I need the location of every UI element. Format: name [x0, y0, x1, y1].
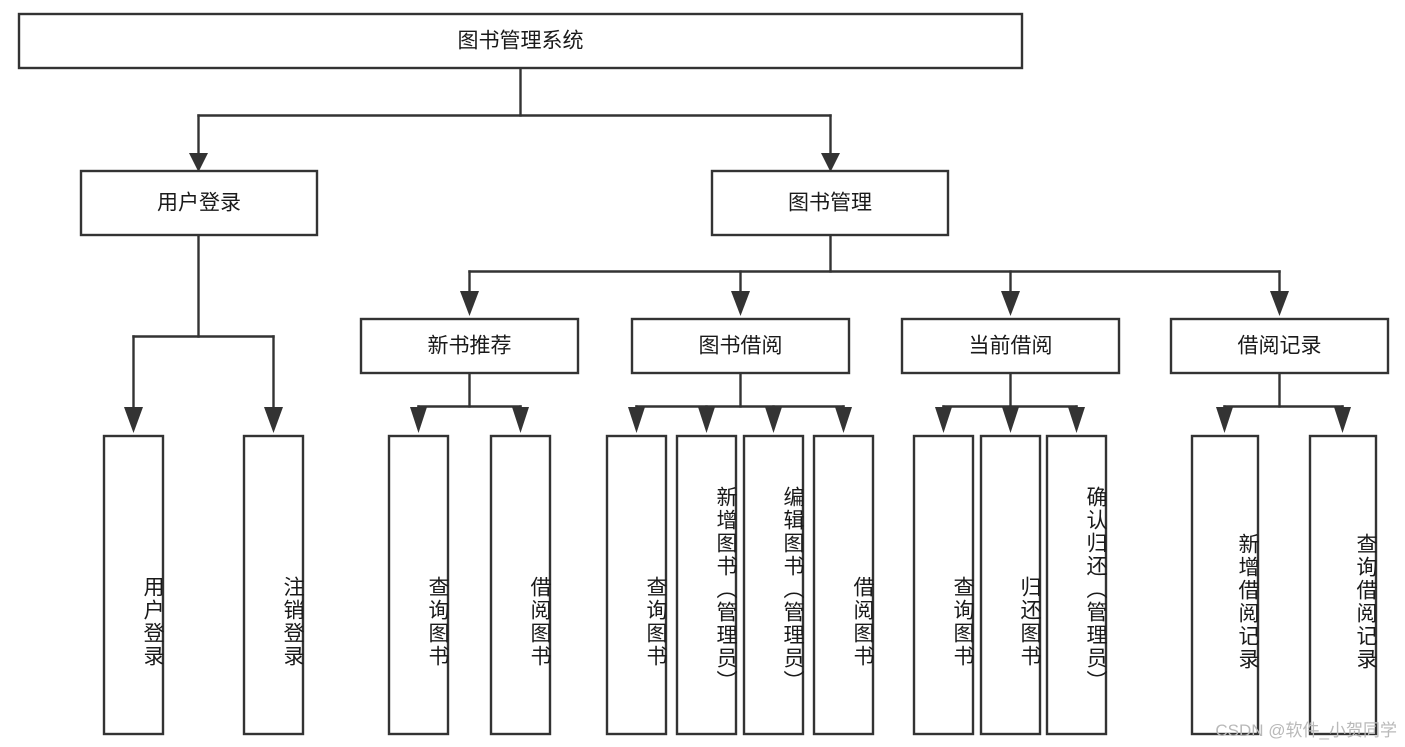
node-box-leaf-borrow-book-2[interactable]: [812, 434, 875, 736]
node-box-current-borrow[interactable]: [900, 317, 1121, 375]
node-box-leaf-confirm-return[interactable]: [1045, 434, 1108, 736]
node-box-leaf-user-logout[interactable]: [242, 434, 305, 736]
node-label-new-book-recommend: 新书推荐: [428, 335, 512, 358]
connector-group-book-management: [460, 234, 1289, 316]
node-label-title: 图书管理系统: [458, 30, 584, 53]
arrow-head-user-login: [189, 153, 208, 172]
node-box-title[interactable]: [17, 12, 1024, 70]
arrow-head-leaf-user-logout: [264, 407, 283, 433]
node-box-leaf-add-book[interactable]: [675, 434, 738, 736]
node-box-book-borrow[interactable]: [630, 317, 851, 375]
node-box-leaf-borrow-book-1[interactable]: [489, 434, 552, 736]
node-box-leaf-query-book-2[interactable]: [605, 434, 668, 736]
arrow-head-leaf-edit-book: [765, 407, 782, 433]
arrow-head-leaf-query-book-1: [410, 407, 427, 433]
arrow-head-borrow-record: [1270, 291, 1289, 316]
node-box-new-book-recommend[interactable]: [359, 317, 580, 375]
node-box-user-login[interactable]: [79, 169, 319, 237]
connector-group-new-book-recommend: [410, 372, 529, 433]
node-box-leaf-query-book-1[interactable]: [387, 434, 450, 736]
node-box-leaf-add-record[interactable]: [1190, 434, 1260, 736]
node-label-borrow-record: 借阅记录: [1238, 335, 1322, 358]
node-box-leaf-return-book[interactable]: [979, 434, 1042, 736]
arrow-head-leaf-add-record: [1216, 407, 1233, 433]
node-box-borrow-record[interactable]: [1169, 317, 1390, 375]
connector-group-user-login: [124, 234, 283, 433]
node-box-book-management[interactable]: [710, 169, 950, 237]
arrow-head-leaf-confirm-return: [1068, 407, 1085, 433]
arrow-head-leaf-add-book: [698, 407, 715, 433]
connector-group-root: [189, 67, 840, 172]
arrow-head-current-borrow: [1001, 291, 1020, 316]
arrow-head-leaf-return-book: [1002, 407, 1019, 433]
arrow-head-book-management: [821, 153, 840, 172]
node-box-leaf-edit-book[interactable]: [742, 434, 805, 736]
node-box-leaf-query-record[interactable]: [1308, 434, 1378, 736]
connector-group-current-borrow: [935, 372, 1085, 433]
arrow-head-leaf-borrow-book-1: [512, 407, 529, 433]
node-box-leaf-query-book-3[interactable]: [912, 434, 975, 736]
arrow-head-leaf-query-record: [1334, 407, 1351, 433]
arrow-head-leaf-query-book-3: [935, 407, 952, 433]
node-label-user-login: 用户登录: [157, 192, 241, 215]
node-box-leaf-user-login[interactable]: [102, 434, 165, 736]
arrow-head-book-borrow: [731, 291, 750, 316]
connector-group-book-borrow: [628, 372, 852, 433]
arrow-head-leaf-query-book-2: [628, 407, 645, 433]
arrow-head-new-book-recommend: [460, 291, 479, 316]
arrow-head-leaf-user-login: [124, 407, 143, 433]
connector-group-borrow-record: [1216, 372, 1351, 433]
node-label-book-borrow: 图书借阅: [699, 335, 783, 358]
arrow-head-leaf-borrow-book-2: [835, 407, 852, 433]
node-label-current-borrow: 当前借阅: [969, 335, 1053, 358]
node-label-book-management: 图书管理: [788, 192, 872, 215]
